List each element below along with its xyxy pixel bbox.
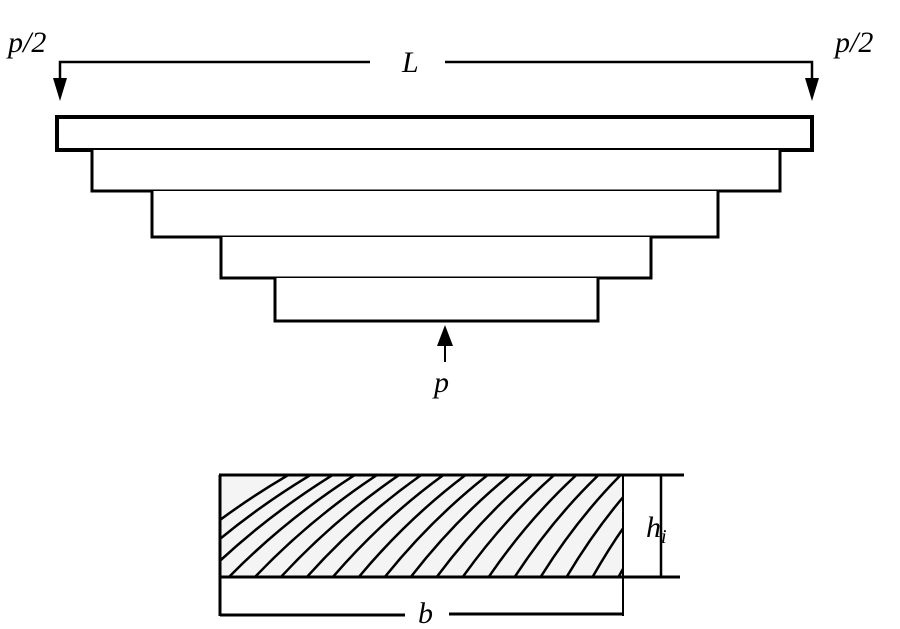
- right-load-arrow: [805, 78, 819, 101]
- hatch-line: [591, 524, 624, 576]
- center-load-label: p: [432, 366, 449, 399]
- section-hatching: [220, 476, 624, 576]
- hatch-line: [513, 476, 600, 576]
- hatch-line: [332, 476, 445, 576]
- width-dimension: [220, 612, 623, 617]
- hatch-line: [565, 494, 624, 576]
- left-load-label: p/2: [6, 26, 46, 59]
- hatch-line: [461, 476, 555, 576]
- left-load-arrow: [53, 78, 67, 101]
- width-label: b: [418, 597, 433, 629]
- hatch-line: [220, 476, 312, 541]
- leaf-2: [90, 150, 782, 193]
- hatch-line: [220, 476, 334, 563]
- hatch-line: [409, 476, 511, 576]
- leaf-1: [55, 115, 814, 152]
- span-label: L: [401, 46, 419, 79]
- hatch-line: [358, 476, 467, 576]
- leaf-5: [273, 278, 600, 323]
- hatch-line: [306, 476, 423, 576]
- hatch-line: [228, 476, 356, 576]
- hatch-line: [435, 476, 533, 576]
- leaf-cross-section: [218, 473, 684, 616]
- right-load-label: p/2: [833, 26, 873, 59]
- hatch-line: [220, 476, 290, 522]
- leaf-stack: [55, 115, 814, 323]
- leaf-4: [219, 237, 653, 280]
- hatch-line: [539, 476, 622, 576]
- hatch-line: [487, 476, 578, 576]
- hatch-line: [254, 476, 378, 576]
- hatch-line: [280, 476, 400, 576]
- center-load-arrow: [437, 325, 453, 362]
- thickness-label: hi: [646, 511, 667, 548]
- hatch-line: [384, 476, 489, 576]
- leaf-3: [150, 191, 720, 239]
- span-dimension: [58, 60, 814, 80]
